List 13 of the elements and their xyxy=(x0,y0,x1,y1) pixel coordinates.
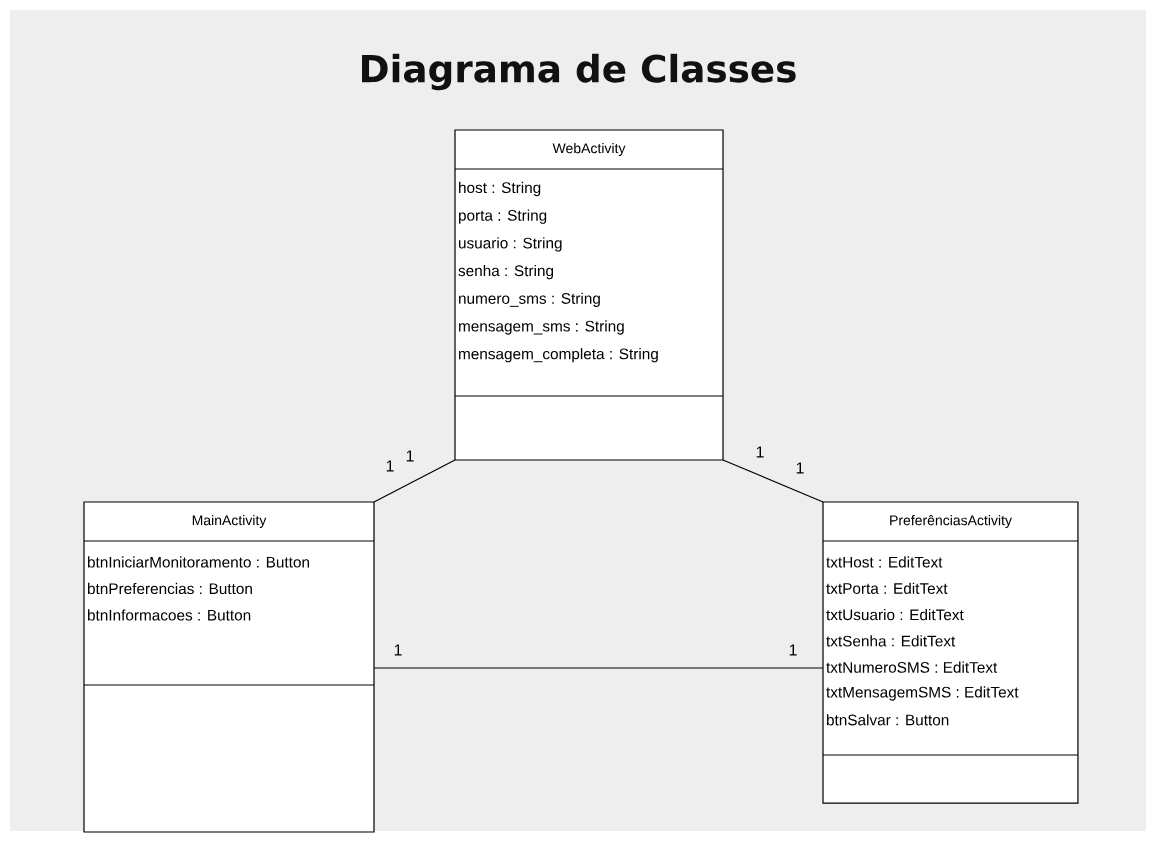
multiplicity: 1 xyxy=(789,644,797,656)
association-line xyxy=(373,667,824,669)
multiplicity: 1 xyxy=(796,462,804,474)
multiplicity: 1 xyxy=(394,644,402,656)
class-box: WebActivity host : String porta : String usuario : String senha : String numero_sms : String mensagem_sms : String mensagem_completa : String xyxy=(454,129,724,461)
class-box: PreferênciasActivity txtHost : EditText txtPorta : EditText txtUsuario : EditText txtSenha : EditText txtNumeroSMS : EditText txtMensagemSMS : EditText btnSalvar : Button xyxy=(822,501,1079,804)
association-line xyxy=(373,459,456,503)
multiplicity: 1 xyxy=(756,446,764,458)
class-box: MainActivity btnIniciarMonitoramento : Button btnPreferencias : Button btnInformacoes : Button xyxy=(83,501,375,833)
association-line xyxy=(722,459,824,503)
multiplicity: 1 xyxy=(386,460,394,472)
title: Diagrama de Classes xyxy=(362,53,796,91)
multiplicity: 1 xyxy=(406,450,414,462)
